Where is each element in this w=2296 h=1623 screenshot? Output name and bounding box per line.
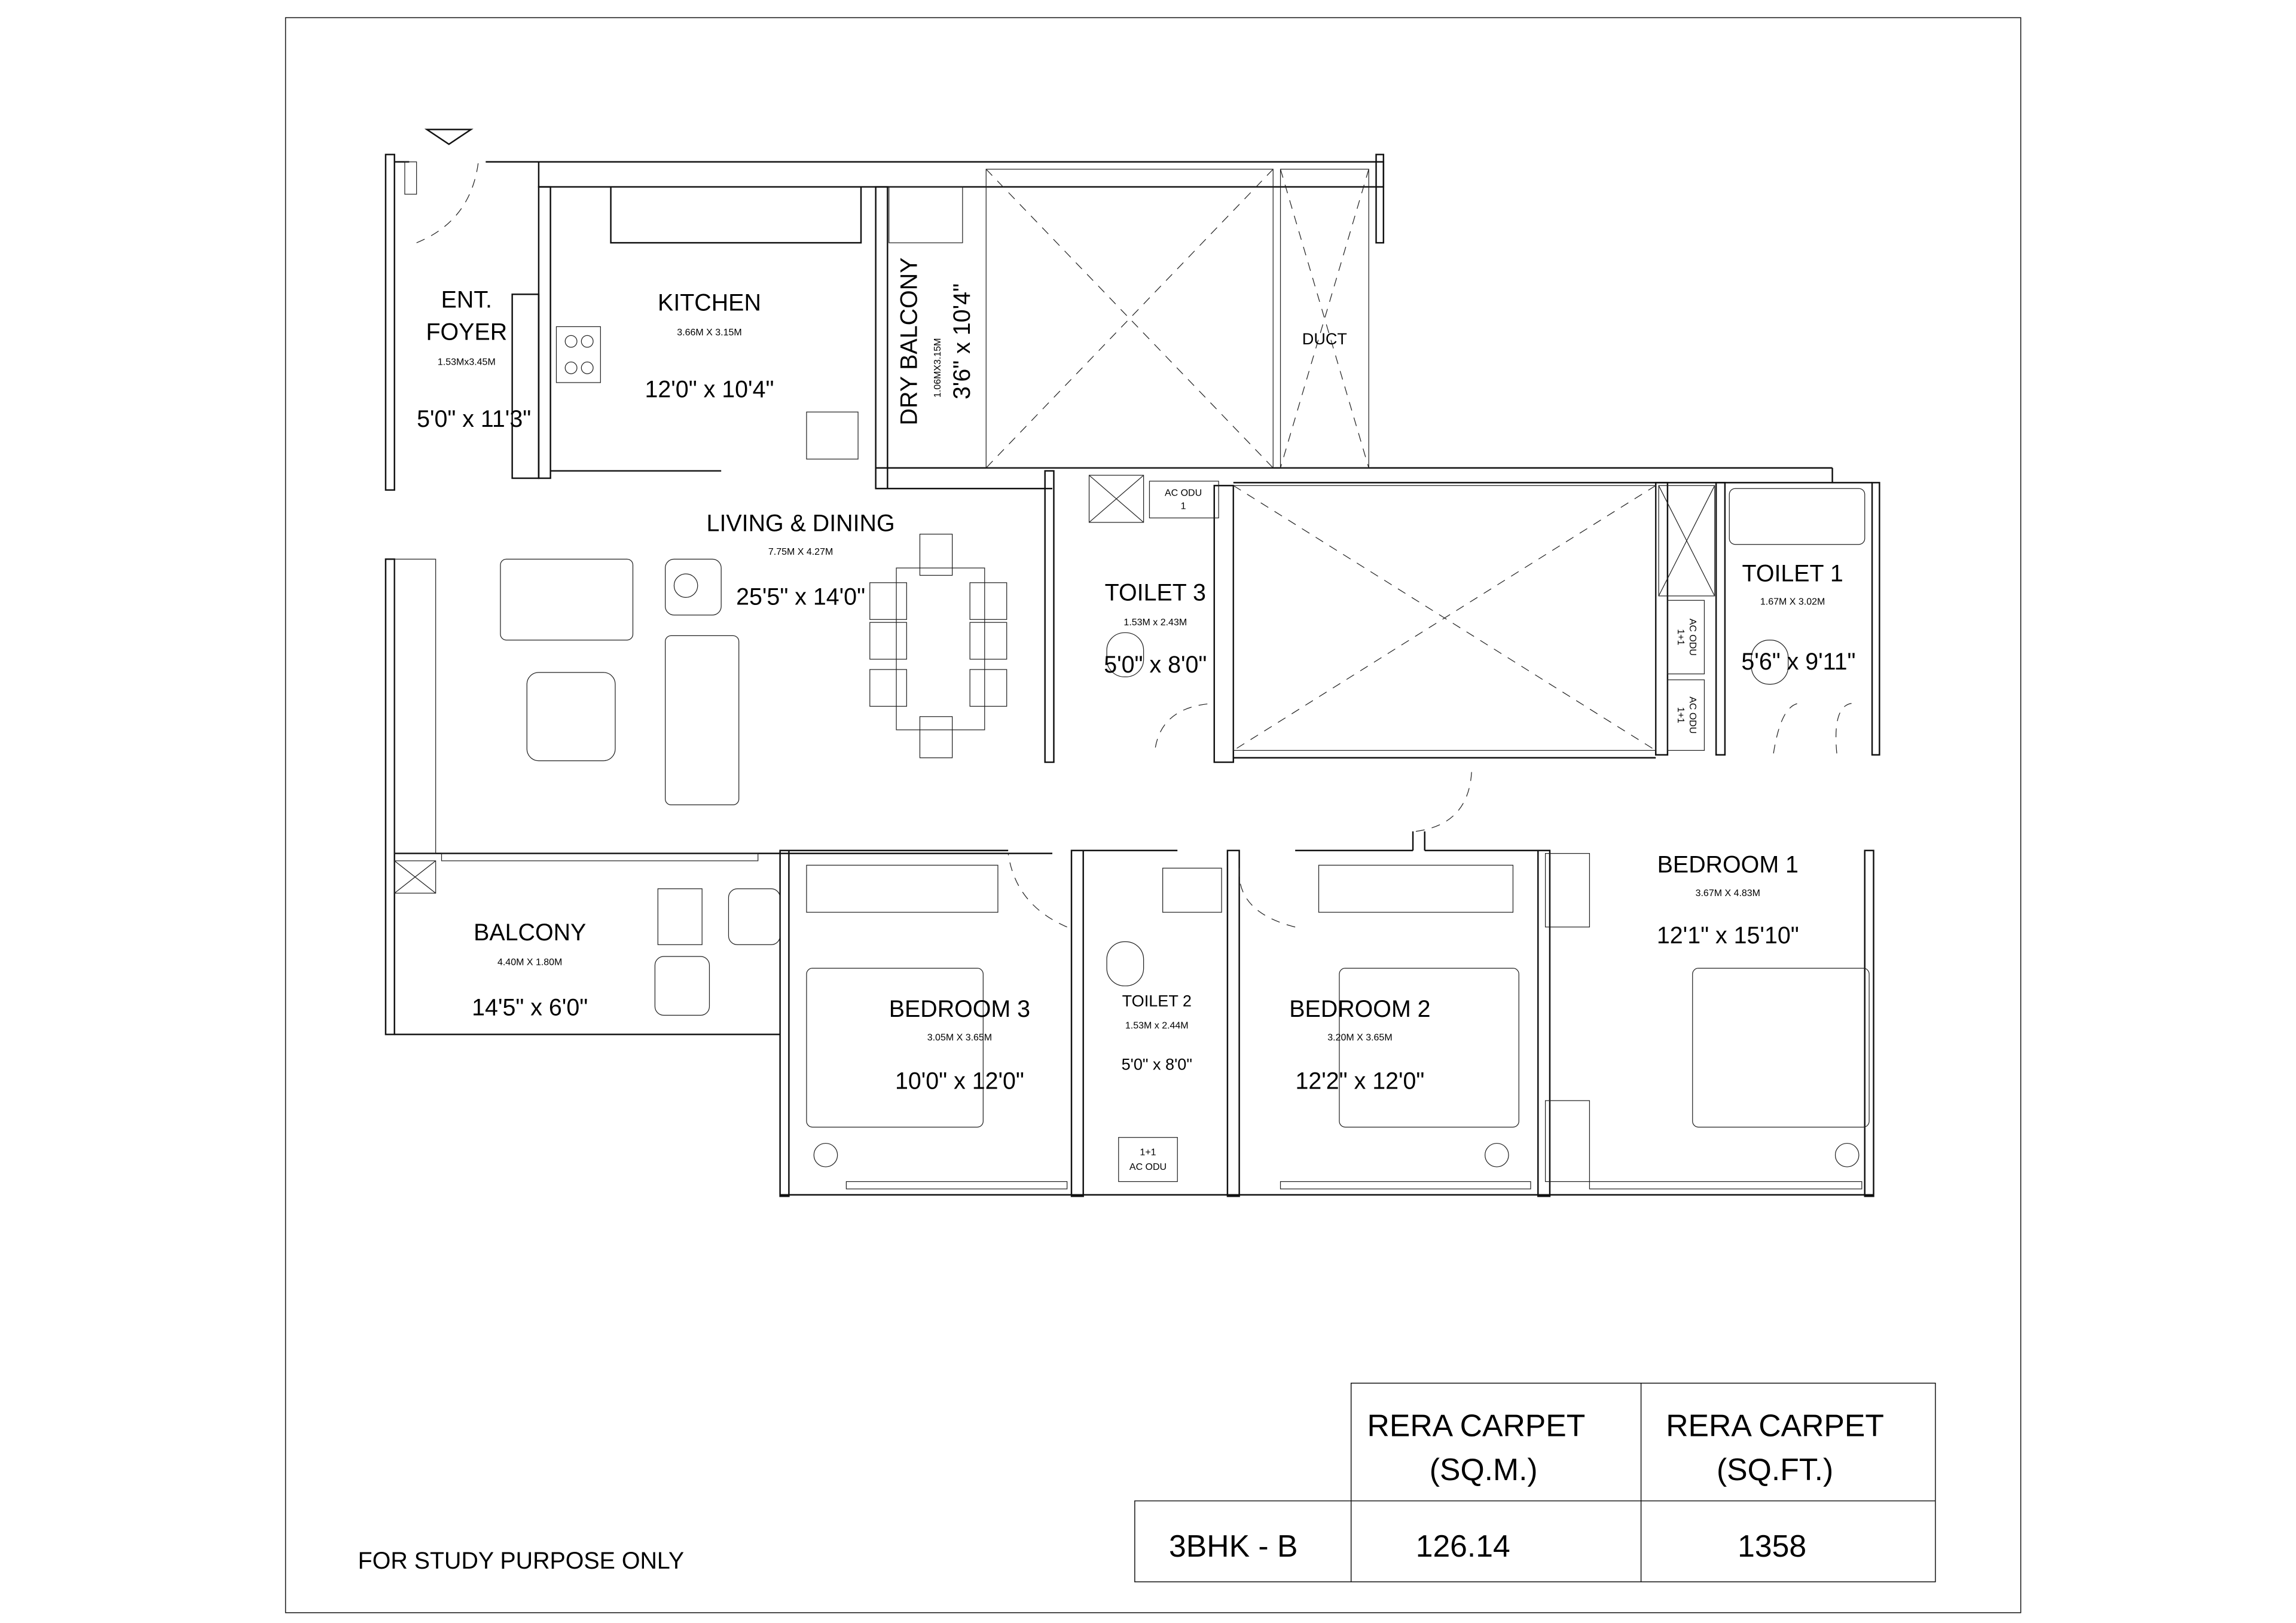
- room-toilet-1: TOILET 1 1.67M X 3.02M 5'6" x 9'11": [1741, 560, 1855, 675]
- area-table: RERA CARPET (SQ.M.) RERA CARPET (SQ.FT.)…: [1134, 1383, 1936, 1582]
- room-balcony: BALCONY 4.40M X 1.80M 14'5" x 6'0": [472, 919, 588, 1021]
- three-seater-sofa-icon: [665, 635, 740, 806]
- table-cell-sqft: 1358: [1738, 1529, 1806, 1563]
- ac-odu-label: AC ODU: [1687, 619, 1697, 656]
- room-size-metric: 4.40M X 1.80M: [497, 958, 562, 968]
- room-name: BEDROOM 2: [1289, 996, 1430, 1022]
- lamp-icon: [813, 1142, 838, 1167]
- ac-odu-box: [1118, 1137, 1178, 1182]
- room-toilet-2: TOILET 2 1.53M x 2.44M 5'0" x 8'0": [1122, 992, 1192, 1074]
- bed-icon: [1692, 968, 1870, 1128]
- room-name: BEDROOM 3: [889, 996, 1030, 1022]
- table-cell-unit: 3BHK - B: [1169, 1529, 1297, 1563]
- room-name: TOILET 2: [1122, 992, 1192, 1010]
- sheet-border: [285, 17, 2022, 1613]
- table-header: (SQ.M.): [1430, 1452, 1538, 1487]
- shaft-openings: [394, 169, 1715, 894]
- wardrobe-icon: [1318, 864, 1514, 913]
- hob-icon: [555, 326, 601, 383]
- ac-odu-label: 1+1: [1675, 629, 1686, 645]
- toilet-seat-icon: [1106, 941, 1144, 986]
- ac-odu-label: AC ODU: [1687, 696, 1697, 733]
- room-size-metric: 7.75M X 4.27M: [768, 547, 833, 557]
- lamp-icon: [1834, 1142, 1860, 1167]
- room-name: LIVING & DINING: [707, 511, 895, 537]
- lamp-icon: [1485, 1142, 1509, 1167]
- dining-table-icon: [896, 567, 985, 730]
- room-kitchen: KITCHEN 3.66M X 3.15M 12'0" x 10'4": [645, 289, 774, 402]
- wardrobe-icon: [1544, 853, 1590, 928]
- table-header: (SQ.FT.): [1717, 1452, 1833, 1487]
- room-size-imperial: 12'1" x 15'10": [1657, 922, 1799, 949]
- room-size-metric: 1.53M x 2.43M: [1123, 618, 1187, 628]
- sofa-icon: [500, 558, 634, 641]
- room-size-metric: 1.06MX3.15M: [933, 338, 943, 398]
- ac-odu-box: [1667, 679, 1705, 751]
- room-name: BEDROOM 1: [1657, 852, 1799, 878]
- wardrobe-icon: [806, 864, 999, 913]
- room-size-metric: 1.53M x 2.44M: [1125, 1021, 1189, 1031]
- balcony-chair-icon: [728, 888, 781, 945]
- room-name: ENT.: [441, 286, 492, 313]
- room-size-imperial: 25'5" x 14'0": [736, 584, 865, 610]
- room-name: BALCONY: [474, 919, 586, 946]
- ac-odu-label: 1: [1181, 502, 1186, 512]
- ac-odu-label: 1+1: [1675, 707, 1686, 723]
- room-size-imperial: 5'0" x 8'0": [1122, 1055, 1192, 1073]
- ac-odu-label: AC ODU: [1129, 1162, 1167, 1172]
- balcony-chair-icon: [654, 956, 710, 1016]
- study-note: FOR STUDY PURPOSE ONLY: [358, 1548, 685, 1574]
- furniture: [500, 186, 1870, 1182]
- wardrobe-icon: [1544, 1100, 1590, 1182]
- room-name: KITCHEN: [658, 289, 761, 316]
- room-name: TOILET 1: [1742, 560, 1843, 586]
- door-swings: [416, 161, 1852, 928]
- room-size-metric: 3.05M X 3.65M: [927, 1032, 992, 1043]
- room-toilet-3: TOILET 3 1.53M x 2.43M 5'0" x 8'0": [1104, 579, 1207, 678]
- washing-machine-icon: [889, 186, 963, 243]
- ac-odu-label: 1+1: [1140, 1147, 1156, 1157]
- room-size-metric: 3.66M X 3.15M: [677, 328, 741, 338]
- room-size-metric: 1.53Mx3.45M: [438, 357, 496, 367]
- room-size-imperial: 12'2" x 12'0": [1295, 1068, 1424, 1094]
- duct-label: DUCT: [1302, 329, 1347, 348]
- room-size-imperial: 5'0" x 11'3": [417, 406, 531, 432]
- ac-odu-label: AC ODU: [1165, 488, 1202, 499]
- room-size-metric: 3.67M X 4.83M: [1696, 888, 1760, 898]
- rug-icon: [526, 672, 616, 762]
- room-size-imperial: 14'5" x 6'0": [472, 994, 588, 1020]
- bathtub-icon: [1729, 488, 1866, 545]
- room-living-dining: LIVING & DINING 7.75M X 4.27M 25'5" x 14…: [707, 511, 895, 610]
- room-bedroom-3: BEDROOM 3 3.05M X 3.65M 10'0" x 12'0": [889, 996, 1030, 1095]
- room-size-metric: 1.67M X 3.02M: [1760, 597, 1825, 607]
- room-size-imperial: 12'0" x 10'4": [645, 377, 774, 403]
- bed-icon: [1339, 968, 1519, 1128]
- armchair-icon: [665, 558, 722, 616]
- room-size-imperial: 5'0" x 8'0": [1104, 652, 1207, 678]
- room-name: DRY BALCONY: [896, 258, 923, 426]
- fridge-icon: [806, 411, 859, 460]
- room-name: TOILET 3: [1105, 579, 1206, 606]
- table-cell-sqm: 126.14: [1416, 1529, 1510, 1563]
- table-header: RERA CARPET: [1666, 1408, 1884, 1442]
- balcony-table-icon: [657, 888, 703, 945]
- toilet-seat-icon: [1106, 632, 1144, 677]
- toilet-seat-icon: [1751, 640, 1789, 685]
- bed-icon: [806, 968, 984, 1128]
- room-size-imperial: 10'0" x 12'0": [895, 1068, 1024, 1094]
- room-bedroom-2: BEDROOM 2 3.20M X 3.65M 12'2" x 12'0": [1289, 996, 1430, 1095]
- room-size-imperial: 3'6" x 10'4": [949, 283, 975, 399]
- room-bedroom-1: BEDROOM 1 3.67M X 4.83M 12'1" x 15'10": [1657, 852, 1799, 949]
- table-header: RERA CARPET: [1367, 1408, 1586, 1442]
- room-size-metric: 3.20M X 3.65M: [1327, 1032, 1392, 1043]
- room-foyer: ENT. FOYER 1.53Mx3.45M 5'0" x 11'3": [417, 286, 531, 432]
- ac-odu-box: [1149, 481, 1219, 519]
- room-dry-balcony: DRY BALCONY 1.06MX3.15M 3'6" x 10'4": [896, 258, 976, 426]
- shower-tray-icon: [1162, 867, 1222, 913]
- room-name: FOYER: [426, 319, 508, 346]
- entry-arrow-icon: [424, 129, 474, 145]
- room-size-imperial: 5'6" x 9'11": [1741, 649, 1855, 675]
- ac-odu-box: [1667, 600, 1705, 674]
